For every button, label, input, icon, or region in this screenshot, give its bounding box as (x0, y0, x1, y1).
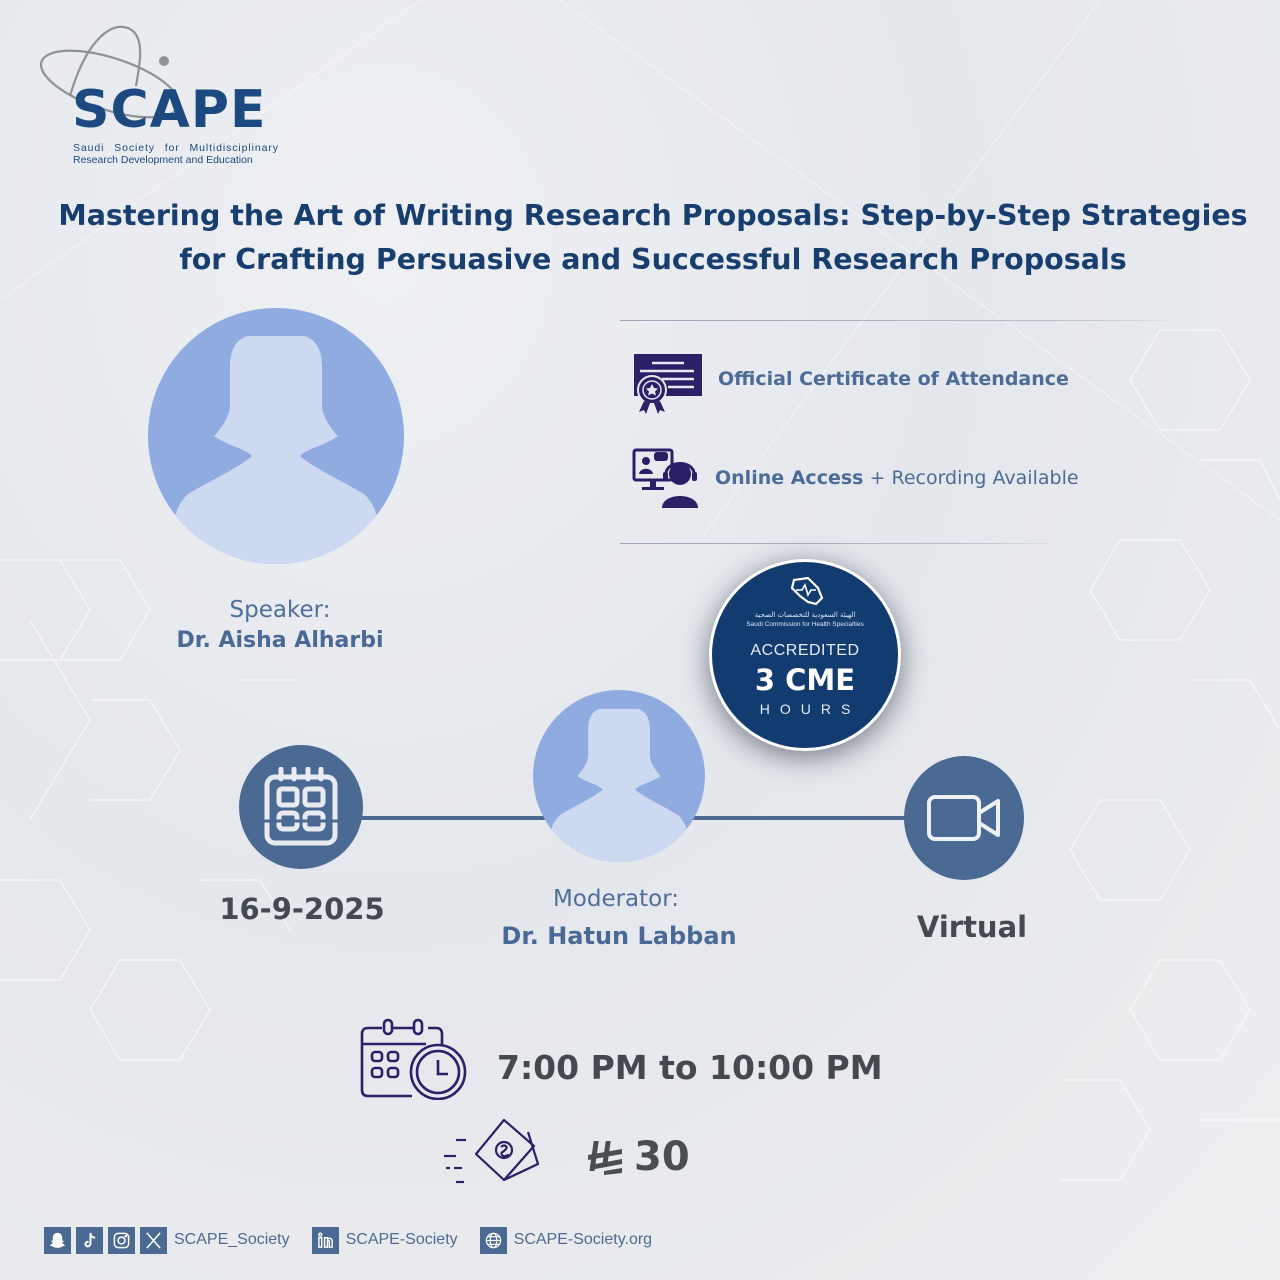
video-camera-icon (927, 795, 1000, 841)
moderator-role-label: Moderator: (552, 886, 680, 912)
certificate-icon (634, 354, 702, 414)
moderator-name: Dr. Hatun Labban (501, 922, 737, 950)
event-price: 30 (586, 1134, 690, 1180)
linkedin-handle[interactable]: SCAPE-Society (345, 1231, 458, 1248)
linkedin-link[interactable] (311, 1226, 339, 1254)
x-link[interactable] (140, 1226, 167, 1254)
badge-accredited: ACCREDITED (750, 642, 860, 659)
badge-hours: HOURS (759, 701, 861, 717)
speaker-avatar (148, 308, 404, 564)
saudi-riyal-icon (588, 1141, 622, 1175)
globe-icon (485, 1232, 501, 1248)
speaker-role-label: Speaker: (229, 597, 331, 623)
cme-accreditation-badge: الهيئة السعودية للتخصصات الصحية Saudi Co… (709, 559, 901, 751)
x-icon (146, 1231, 161, 1249)
online-access-feature: Online Access + Recording Available (715, 467, 1079, 489)
event-title: Mastering the Art of Writing Research Pr… (58, 199, 1248, 276)
female-avatar-icon (174, 336, 378, 564)
snapchat-icon (49, 1232, 66, 1248)
calendar-icon (263, 767, 339, 846)
instagram-icon (113, 1232, 130, 1248)
scfhs-logo-icon (790, 576, 824, 606)
event-venue: Virtual (916, 910, 1028, 944)
date-circle (239, 745, 363, 869)
logo-subtitle: Saudi Society for Multidisciplinary Rese… (73, 142, 279, 166)
venue-circle (904, 756, 1024, 880)
badge-cme-hours: 3 CME (754, 663, 856, 697)
footer-contacts: SCAPE_Society SCAPE-Society SCAPE-Societ… (44, 1226, 674, 1254)
event-date: 16-9-2025 (219, 892, 385, 926)
calendar-clock-icon (360, 1018, 467, 1100)
website-link[interactable] (479, 1226, 507, 1254)
moderator-avatar (533, 690, 705, 862)
snapchat-link[interactable] (44, 1226, 71, 1254)
social-handle[interactable]: SCAPE_Society (174, 1231, 290, 1248)
certificate-feature: Official Certificate of Attendance (718, 368, 1069, 390)
badge-org-arabic: الهيئة السعودية للتخصصات الصحية (754, 611, 856, 619)
badge-org-english: Saudi Commission for Health Specialties (746, 621, 864, 628)
event-time: 7:00 PM to 10:00 PM (497, 1048, 883, 1087)
tiktok-link[interactable] (76, 1226, 103, 1254)
online-meeting-icon (632, 448, 698, 508)
divider (620, 543, 1050, 544)
logo-wordmark: SCAPE (72, 80, 267, 140)
linkedin-icon (317, 1231, 333, 1248)
money-icon (444, 1118, 540, 1184)
instagram-link[interactable] (108, 1226, 135, 1254)
female-avatar-icon (550, 708, 688, 862)
speaker-name: Dr. Aisha Alharbi (176, 628, 384, 653)
atom-orbit-icon (40, 25, 181, 119)
scape-logo: SCAPE Saudi Society for Multidisciplinar… (40, 24, 300, 174)
tiktok-icon (84, 1232, 96, 1247)
divider (620, 320, 1170, 321)
website-url[interactable]: SCAPE-Society.org (513, 1231, 653, 1248)
